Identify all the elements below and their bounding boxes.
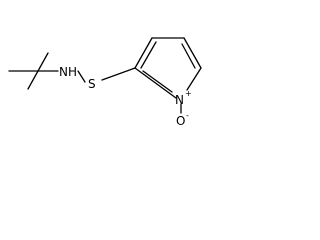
bond-ring-c2-c3-inner: [140, 41, 157, 69]
bond-tbutyl-center-methyl-down: [27, 70, 39, 90]
structure-diagram: NH S N + O -: [8, 37, 202, 128]
atom-label-oxide-oxygen: O: [176, 114, 185, 128]
bond-ring-c5-c6: [186, 67, 202, 91]
bond-tbutyl-center-methyl-up: [37, 52, 49, 72]
bond-ring-c2-c3: [134, 37, 153, 69]
bond-ring-c4-c5: [183, 37, 202, 69]
bond-ring-n-c2: [134, 67, 177, 99]
bond-nh-to-s: [77, 70, 86, 83]
bond-ring-c4-c5-inner: [181, 43, 196, 69]
bond-ring-n-c2-inner: [142, 70, 173, 93]
charge-oxide-oxygen: -: [186, 111, 189, 120]
bond-s-to-ring: [101, 67, 136, 81]
atom-label-sulfur: S: [88, 77, 96, 91]
atom-label-ring-nitrogen: N: [175, 93, 184, 107]
atom-label-nh: NH: [59, 65, 77, 79]
charge-ring-nitrogen: +: [185, 89, 192, 98]
structure-canvas: NH S N + O -: [0, 0, 214, 132]
